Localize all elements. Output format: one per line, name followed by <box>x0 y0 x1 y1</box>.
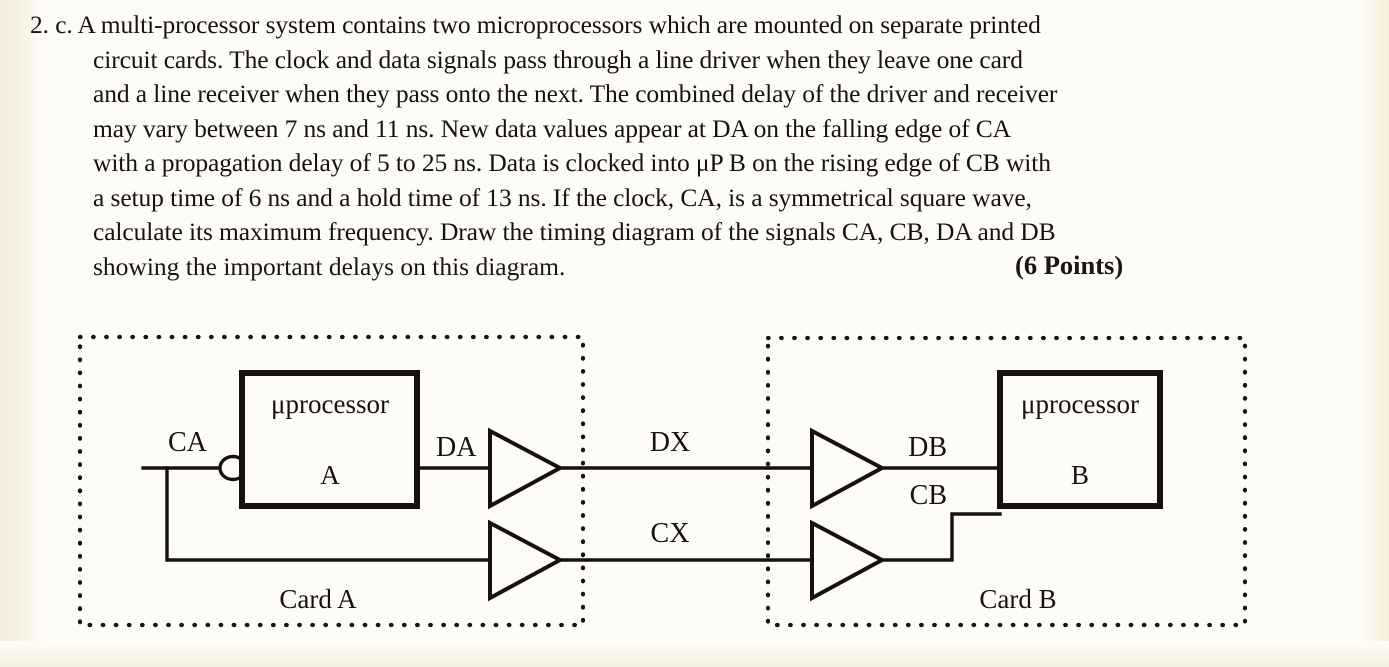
processor-a-name: A <box>320 460 340 490</box>
cb-signal-label: CB <box>910 480 947 511</box>
question-line-7: calculate its maximum frequency. Draw th… <box>93 217 1056 246</box>
processor-b-name: B <box>1071 460 1089 490</box>
question-text-block: 2. c. A multi-processor system contains … <box>30 8 1360 284</box>
system-block-diagram: μprocessor A DA CA Card A DX CX <box>0 318 1389 648</box>
question-line-1: 2. c. A multi-processor system contains … <box>30 10 1041 39</box>
question-last-line-row: showing the important delays on this dia… <box>30 250 1360 285</box>
data-line-driver-a-icon <box>488 427 565 510</box>
ca-branch-to-clock-driver <box>165 466 490 562</box>
db-signal-label: DB <box>908 432 947 463</box>
question-line-2: circuit cards. The clock and data signal… <box>93 44 1023 74</box>
question-line-8: showing the important delays on this dia… <box>93 251 566 281</box>
processor-a-title: μprocessor <box>271 389 389 419</box>
dx-signal-label: DX <box>650 427 690 458</box>
card-a-boundary <box>77 334 586 628</box>
card-b-label: Card B <box>979 584 1056 614</box>
clock-line-driver-a-icon <box>488 519 565 602</box>
processor-b-box <box>997 370 1163 509</box>
question-line-3: and a line receiver when they pass onto … <box>93 79 1058 108</box>
question-line-5: with a propagation delay of 5 to 25 ns. … <box>93 148 1051 177</box>
da-signal-label: DA <box>436 432 477 463</box>
cx-signal-label: CX <box>651 518 690 549</box>
question-line-6: a setup time of 6 ns and a hold time of … <box>93 182 1032 212</box>
card-a-label: Card A <box>279 584 357 614</box>
ca-signal-label: CA <box>168 427 208 458</box>
processor-b-title: μprocessor <box>1021 389 1139 419</box>
processor-a-box <box>239 370 420 509</box>
question-line-4: may vary between 7 ns and 11 ns. New dat… <box>93 113 1011 143</box>
clock-line-receiver-b-icon <box>810 519 887 602</box>
cb-wire <box>878 512 1002 562</box>
points-value: (6 Points) <box>1015 249 1124 280</box>
data-line-receiver-b-icon <box>810 427 887 510</box>
card-b-boundary <box>765 335 1248 628</box>
